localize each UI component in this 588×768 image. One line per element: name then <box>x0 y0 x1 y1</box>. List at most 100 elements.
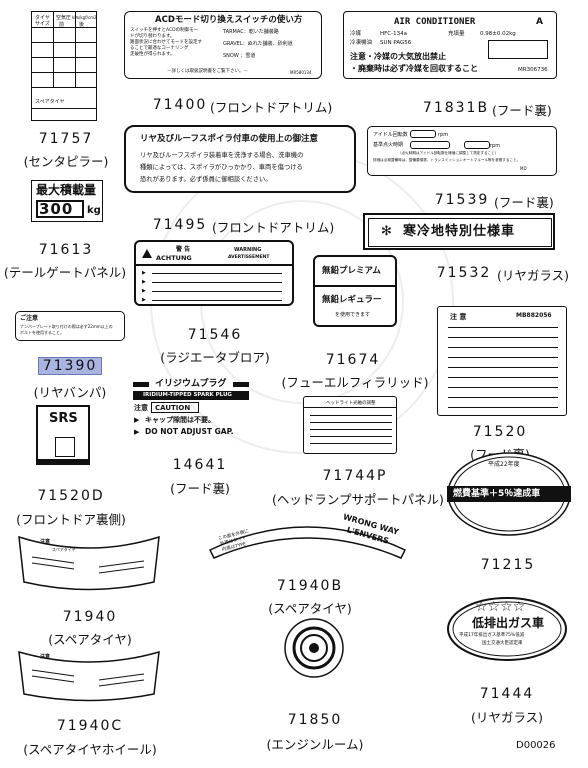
part-number-71744p: 71744P <box>322 468 388 484</box>
part-number-71532: 71532 <box>436 265 492 281</box>
part-location-71940c: (スペアタイヤホイール) <box>23 742 157 757</box>
part-location-71613: (テールゲートパネル) <box>3 265 127 280</box>
bumper-title: ご注意 <box>20 315 39 322</box>
srs-label: SRS <box>36 405 90 465</box>
part-number-71940c: 71940C <box>56 718 124 734</box>
low-emission-title: 低排出ガス車 <box>472 616 545 630</box>
part-location-71744p: (ヘッドランプサポートパネル) <box>272 492 444 507</box>
acd-text-1: スイッチを押すとACDの制御モー <box>130 28 199 33</box>
acd-tarmac: TARMAC：乾いた舗装路 <box>223 29 279 35</box>
spare-wheel-title: 注意 <box>40 654 51 660</box>
aircon-mark: A <box>536 17 543 27</box>
part-number-71520d: 71520D <box>37 488 105 504</box>
acd-title: ACDモード切り換えスイッチの使い方 <box>155 15 303 25</box>
part-location-71495: (フロントドアトリム) <box>212 220 335 235</box>
part-location-71674: (フューエルフィラリッド) <box>281 375 429 390</box>
part-number-71539: 71539 <box>434 192 490 208</box>
spare-sub: スペアタイヤ <box>52 547 76 552</box>
bumper-line-2: ボルトを使用すること。 <box>20 330 64 335</box>
aircon-charge: 0.98±0.02kg <box>480 31 516 37</box>
aircon-oil: SUN PAG56 <box>380 40 412 46</box>
warning-label: 警 告 ACHTUNG WARNING AVERTISSEMENT ▶ ▶ ▶ … <box>134 240 294 306</box>
bumper-caution-label: ご注意 ナンバープレート取り付けの際は必ず22mm以上の ボルトを使用すること。 <box>15 311 125 341</box>
acd-text-5: 走破性が得られます。 <box>130 52 175 57</box>
warning-icon <box>142 249 152 258</box>
warning-fr: AVERTISSEMENT <box>228 255 270 260</box>
part-number-71444: 71444 <box>479 686 535 702</box>
aircon-note-2: ・廃棄時は必ず冷媒を回収すること <box>350 64 478 73</box>
part-number-71520: 71520 <box>472 424 528 440</box>
tire-footer: スペアタイヤ <box>35 99 65 105</box>
plug-caution: CAUTION <box>155 404 191 412</box>
acd-code: MR580134 <box>290 70 312 75</box>
aircon-refrigerant: HFC-134a <box>380 31 407 37</box>
wrong-way-arc-label <box>208 526 407 559</box>
part-number-71613: 71613 <box>38 242 94 258</box>
part-location-71757: (センタピラー) <box>23 154 109 169</box>
aircon-oil-label: 冷凍機油 <box>350 40 373 46</box>
tire-unit: kPa/kgf/cm2 <box>72 15 97 20</box>
part-number-14641: 14641 <box>172 457 228 473</box>
rear-spoiler-title: リヤ及びルーフスポイラ付車の使用上の御注意 <box>140 134 318 144</box>
iridium-plug-label: イリジウムプラグ IRIDIUM-TIPPED SPARK PLUG 注意 CA… <box>129 377 255 441</box>
tire-header-1: タイヤ <box>35 15 50 21</box>
plug-line-2: DO NOT ADJUST GAP. <box>145 427 234 436</box>
warning-en: WARNING <box>234 247 262 253</box>
plug-caution-jp: 注意 <box>134 404 148 412</box>
idle-code: MD <box>520 166 527 171</box>
max-load-value: 300 <box>39 200 74 218</box>
tire-rear: 後 <box>79 22 85 28</box>
tire-front: 前 <box>59 22 65 28</box>
part-number-71390: 71390 <box>37 357 103 375</box>
cold-region-label: ✻ 寒冷地特別仕様車 <box>363 213 555 250</box>
idle-timing-unit: rpm <box>490 143 501 149</box>
acd-mode-label: ACDモード切り換えスイッチの使い方 スイッチを押すとACDの制御モー ドが切り… <box>124 11 322 79</box>
part-number-71850: 71850 <box>287 712 343 728</box>
aircon-charge-label: 充填量 <box>448 31 465 37</box>
idle-rpm-label: アイドル回転数 <box>373 132 408 138</box>
hood-caution-label: 注 意 MB882056 <box>437 306 567 416</box>
part-location-71940: (スペアタイヤ) <box>48 632 132 647</box>
low-emission-line-1: 平成17年排出ガス基準75%低減 <box>459 633 525 638</box>
aircon-code: MR306736 <box>518 67 548 73</box>
rear-spoiler-label: リヤ及びルーフスポイラ付車の使用上の御注意 リヤ及びルーフスポイラ装着車を洗浄す… <box>124 125 356 193</box>
rear-spoiler-text-3: 恐れがあります。必ず係員に御相談ください。 <box>140 176 272 183</box>
idle-note-2: 詳細は点検整備時は、整備要領書、トランスミッションオートマルール等を参照すること… <box>373 158 521 162</box>
spare-tire-arc-label <box>18 535 160 591</box>
aircon-title: AIR CONDITIONER <box>394 17 476 27</box>
acd-text-3: 路面状況に合わせてモードを設定す <box>130 40 202 45</box>
max-load-title: 最大積載量 <box>36 183 97 197</box>
aircon-refrigerant-label: 冷媒 <box>350 31 362 37</box>
part-number-71940: 71940 <box>62 609 118 625</box>
part-location-71532: (リヤガラス) <box>497 268 570 283</box>
part-location-71444: (リヤガラス) <box>470 710 543 725</box>
spare-wheel-arc-label <box>18 650 160 702</box>
hood-caution-title: 注 意 <box>450 313 467 321</box>
diagram-code: D00026 <box>516 740 556 751</box>
fuel-note: を使用できます <box>335 312 371 318</box>
low-emission-stars: ☆☆☆☆ <box>475 599 526 615</box>
part-location-71400: (フロントドアトリム) <box>210 100 333 115</box>
part-location-71831b: (フード裏) <box>492 103 552 118</box>
part-location-71520d: (フロントドア裏側) <box>16 512 126 527</box>
fuel-label: 無鉛プレミアム 無鉛レギュラー を使用できます <box>313 255 397 327</box>
tire-header-2: サイズ <box>35 21 50 27</box>
idle-timing-label: アイドル回転数 rpm 基準点火時期 rpm （点火時期はアイドル回転数仕様値に… <box>367 126 557 176</box>
fuel-economy-year: 平成22年度 <box>488 461 520 468</box>
part-number-71674: 71674 <box>325 352 381 368</box>
acd-text-2: ドが切り替わります。 <box>130 34 175 39</box>
fuel-premium: 無鉛プレミアム <box>322 266 381 276</box>
tire-info-label: タイヤ サイズ 空気圧 kPa/kgf/cm2 前 後 スペアタイヤ <box>31 11 97 121</box>
part-number-71546: 71546 <box>187 327 243 343</box>
part-location-14641: (フード裏) <box>170 481 230 496</box>
idle-timing-title: 基準点火時期 <box>373 142 404 148</box>
srs-text: SRS <box>49 411 78 426</box>
part-location-71940b: (スペアタイヤ) <box>268 601 352 616</box>
air-conditioner-label: AIR CONDITIONER A 冷媒 HFC-134a 充填量 0.98±0… <box>343 11 557 79</box>
part-number-71400: 71400 <box>152 97 208 113</box>
engine-cap-label <box>284 618 344 678</box>
warning-de: ACHTUNG <box>156 254 192 262</box>
plug-line-1: キャップ隙間は不要。 <box>145 416 215 424</box>
fuel-economy-text: 燃費基準＋5％達成車 <box>453 489 541 499</box>
part-location-71390: (リヤバンパ) <box>33 385 107 400</box>
